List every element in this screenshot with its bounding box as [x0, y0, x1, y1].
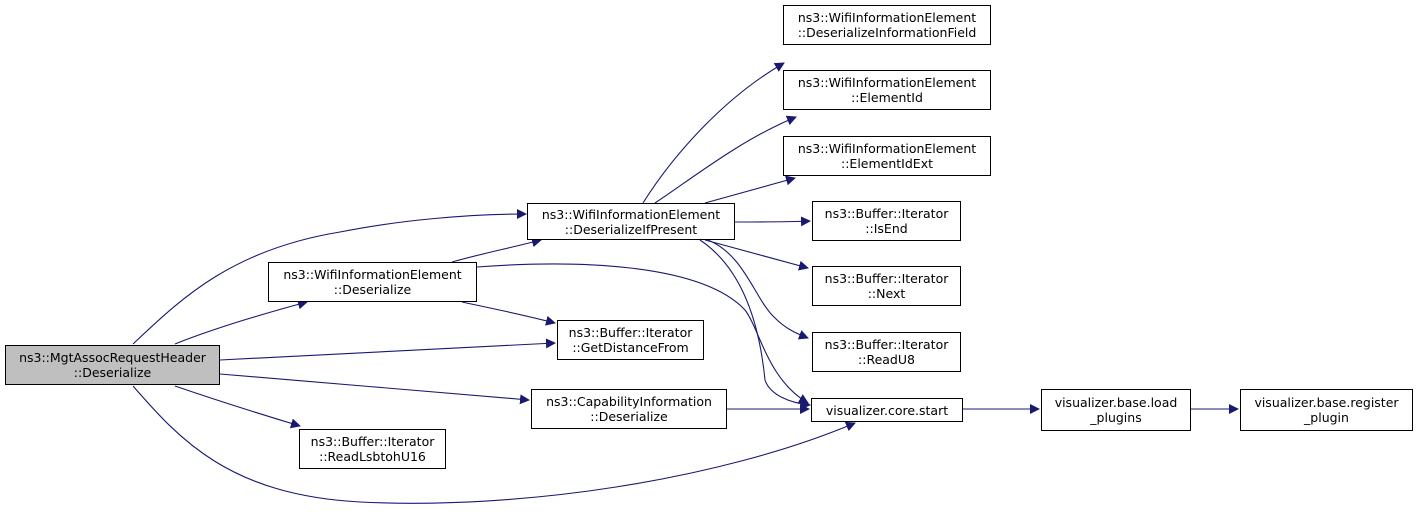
node-label-line2: ::ReadLsbtohU16	[319, 449, 426, 464]
node-label-line2: ::Deserialize	[590, 409, 668, 424]
node-wie-deserialize-if-present[interactable]: ns3::WifiInformationElement ::Deserializ…	[527, 203, 735, 240]
node-label-line1: visualizer.base.register	[1254, 395, 1399, 410]
edge-dip-to-element-id	[654, 115, 797, 204]
edge-dip-to-deserialize-information-field	[642, 62, 785, 204]
node-label-line2: ::GetDistanceFrom	[572, 340, 689, 355]
node-label-line1: ns3::WifiInformationElement	[283, 267, 462, 282]
node-label-line2: ::ElementIdExt	[841, 156, 933, 171]
edge-root-to-wie-deserialize	[174, 299, 308, 345]
edge-wie-deserialize-to-deserialize-if-present	[451, 237, 542, 263]
node-label-line2: ::Next	[867, 286, 906, 301]
node-label-line1: ns3::WifiInformationElement	[541, 206, 721, 222]
node-label-line2: ::IsEnd	[865, 221, 908, 236]
node-label-line1: ns3::CapabilityInformation	[546, 394, 712, 409]
node-buffer-iterator-read-u8[interactable]: ns3::Buffer::Iterator ::ReadU8	[812, 332, 961, 372]
edge-dip-to-core-start	[699, 239, 811, 410]
node-label-line2: ::DeserializeIfPresent	[564, 221, 698, 237]
node-label-line1: ns3::MgtAssocRequestHeader	[19, 350, 206, 365]
edge-root-to-capability-deserialize	[219, 373, 530, 405]
node-label-line1: visualizer.core.start	[825, 402, 949, 418]
edge-dip-to-element-id-ext	[704, 175, 796, 204]
node-wie-deserialize[interactable]: ns3::WifiInformationElement ::Deserializ…	[268, 262, 477, 302]
edge-dip-to-is-end	[734, 216, 811, 227]
node-label-line1: ns3::WifiInformationElement	[797, 141, 977, 156]
edge-root-to-read-lsbtoh-u16	[174, 385, 301, 429]
node-buffer-iterator-read-lsbtoh-u16[interactable]: ns3::Buffer::Iterator ::ReadLsbtohU16	[299, 429, 446, 469]
node-label-line1: ns3::Buffer::Iterator	[824, 271, 949, 286]
node-label-line1: ns3::Buffer::Iterator	[310, 434, 435, 449]
node-wie-element-id-ext[interactable]: ns3::WifiInformationElement ::ElementIdE…	[783, 136, 991, 176]
node-label-line2: ::ReadU8	[858, 352, 915, 367]
node-buffer-iterator-is-end[interactable]: ns3::Buffer::Iterator ::IsEnd	[812, 201, 961, 241]
edge-root-to-get-distance-from	[219, 338, 556, 361]
node-label-line2: ::Deserialize	[333, 282, 412, 297]
node-visualizer-base-load-plugins[interactable]: visualizer.base.load _plugins	[1041, 389, 1191, 431]
edge-root-to-core-start	[132, 385, 856, 504]
node-label-line1: ns3::Buffer::Iterator	[824, 337, 949, 352]
node-label-line1: ns3::WifiInformationElement	[797, 10, 977, 25]
node-label-line2: ::DeserializeInformationField	[797, 25, 977, 40]
node-buffer-iterator-get-distance-from[interactable]: ns3::Buffer::Iterator ::GetDistanceFrom	[557, 320, 704, 360]
node-label-line2: _plugins	[1090, 410, 1142, 425]
edge-wie-deserialize-to-get-distance-from	[461, 301, 556, 326]
edge-dip-to-next	[704, 239, 809, 271]
node-label-line1: ns3::Buffer::Iterator	[568, 325, 693, 340]
node-label-line2: _plugin	[1304, 410, 1349, 425]
node-label-line1: visualizer.base.load	[1054, 395, 1178, 410]
node-label-line2: ::Deserialize	[73, 365, 152, 380]
node-visualizer-core-start[interactable]: visualizer.core.start	[811, 398, 963, 422]
node-capability-information-deserialize[interactable]: ns3::CapabilityInformation ::Deserialize	[531, 389, 727, 429]
edge-dip-to-read-u8	[707, 239, 809, 340]
node-visualizer-base-register-plugin[interactable]: visualizer.base.register _plugin	[1240, 389, 1413, 431]
node-wie-deserialize-information-field[interactable]: ns3::WifiInformationElement ::Deserializ…	[783, 5, 991, 45]
edge-root-to-deserialize-if-present	[132, 209, 527, 345]
node-label-line1: ns3::Buffer::Iterator	[824, 206, 949, 221]
edge-wie-deserialize-to-core-start	[476, 263, 809, 404]
node-label-line2: ::ElementId	[851, 90, 923, 105]
node-buffer-iterator-next[interactable]: ns3::Buffer::Iterator ::Next	[812, 266, 961, 306]
node-mgt-assoc-request-header-deserialize[interactable]: ns3::MgtAssocRequestHeader ::Deserialize	[5, 345, 220, 385]
node-wie-element-id[interactable]: ns3::WifiInformationElement ::ElementId	[783, 70, 991, 110]
node-label-line1: ns3::WifiInformationElement	[797, 75, 977, 90]
